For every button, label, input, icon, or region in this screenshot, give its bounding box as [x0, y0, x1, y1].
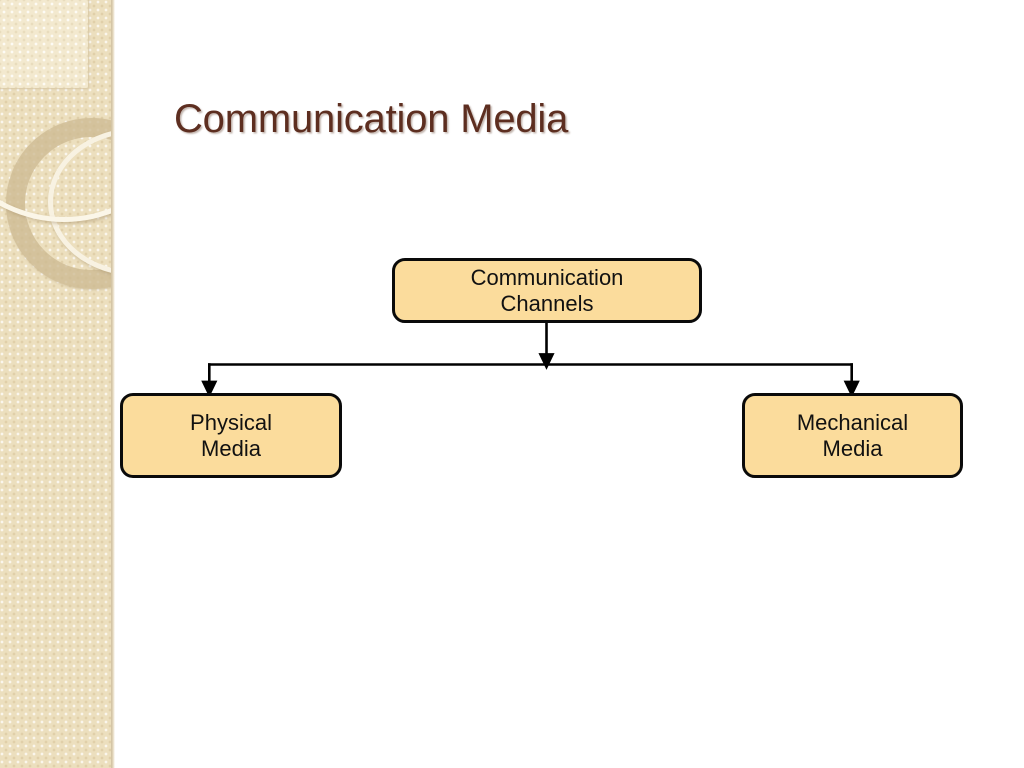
node-communication-channels[interactable]: Communication Channels	[392, 258, 702, 323]
page-title: Communication Media	[174, 97, 569, 141]
node-physical-media[interactable]: Physical Media	[120, 393, 342, 478]
decorative-sidebar-band	[0, 0, 111, 768]
decorative-ring-thin-upper-icon	[0, 0, 111, 222]
node-communication-channels-label: Communication Channels	[470, 264, 624, 316]
node-mechanical-media-label: Mechanical Media	[796, 409, 909, 461]
sidebar-edge-divider	[111, 0, 115, 768]
node-physical-media-label: Physical Media	[190, 409, 272, 461]
node-mechanical-media[interactable]: Mechanical Media	[742, 393, 963, 478]
